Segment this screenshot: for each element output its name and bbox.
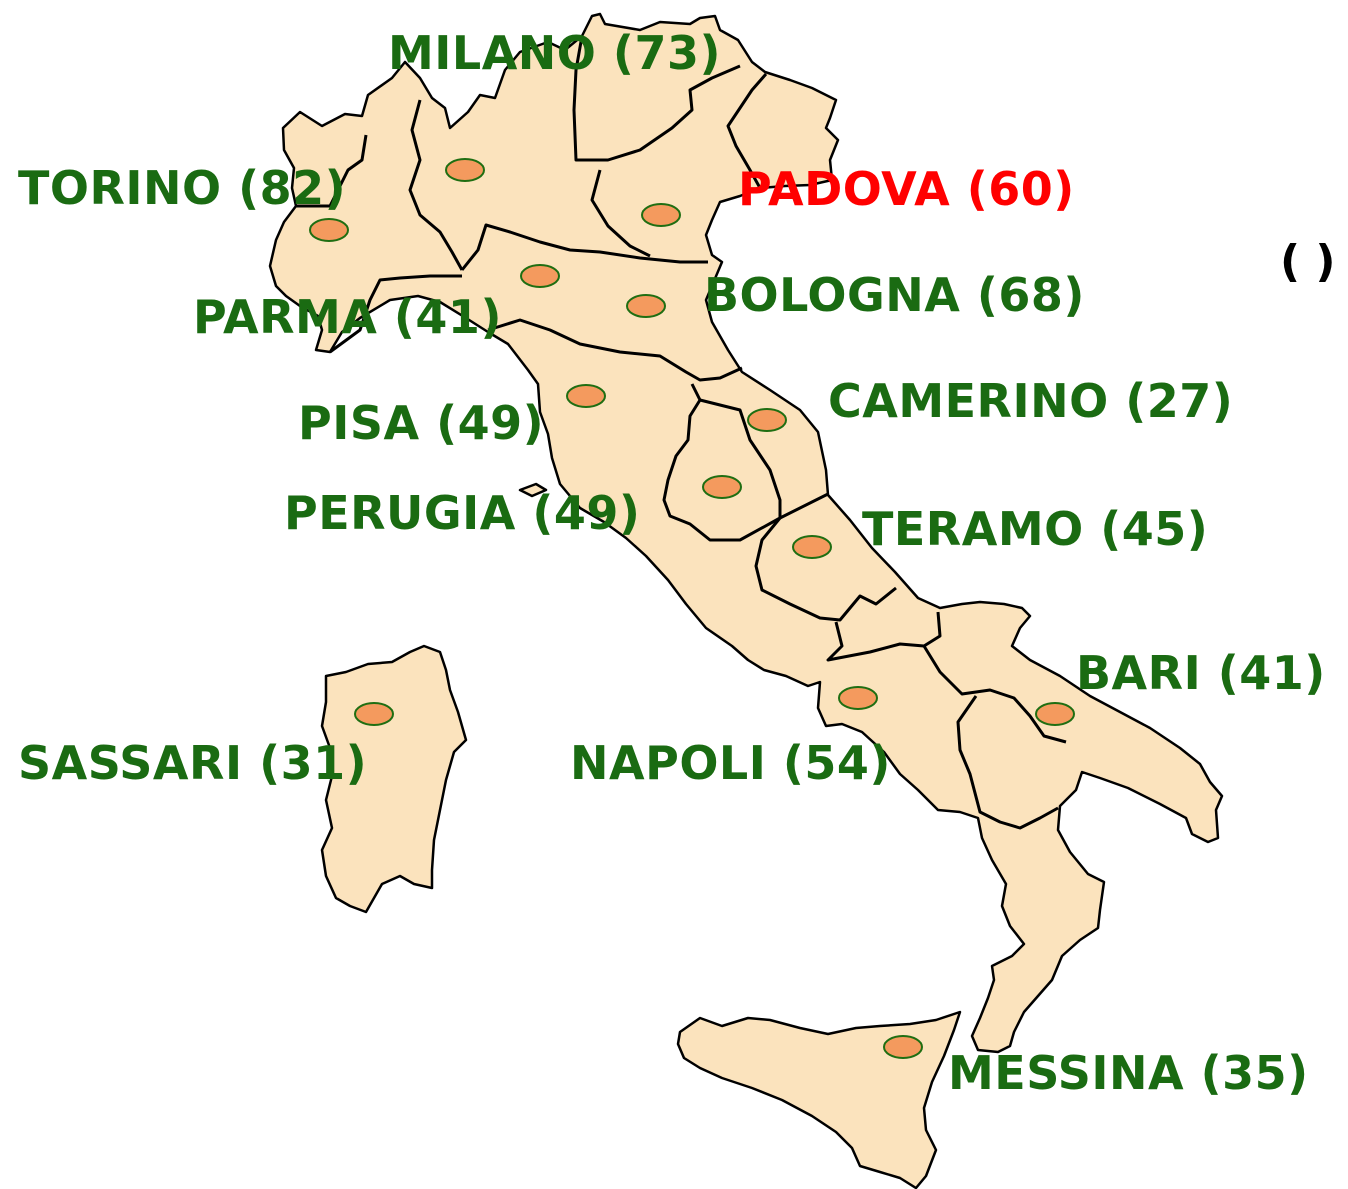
border-veneto-trentino	[590, 169, 651, 258]
border-lazio-campania	[826, 611, 942, 662]
border-lazio-abruzzo	[754, 517, 897, 622]
label-parma: PARMA (41)	[193, 290, 502, 344]
label-bari: BARI (41)	[1076, 646, 1326, 700]
label-milano: MILANO (73)	[388, 26, 721, 80]
border-liguria	[329, 274, 462, 354]
border-campania-puglia	[922, 645, 1067, 744]
border-marche-umbria	[699, 398, 782, 518]
small-island	[518, 482, 548, 498]
border-marche-abruzzo	[779, 492, 829, 520]
border-lombardia-veneto	[572, 35, 741, 162]
label-sassari: SASSARI (31)	[18, 736, 368, 790]
mainland-italy	[268, 12, 1224, 1054]
border-veneto-friuli	[726, 73, 768, 189]
label-napoli: NAPOLI (54)	[570, 736, 891, 790]
border-lombardia-emilia	[460, 223, 708, 271]
label-messina: MESSINA (35)	[948, 1046, 1309, 1100]
border-emilia-toscana	[487, 318, 743, 382]
label-camerino: CAMERINO (27)	[828, 374, 1234, 428]
border-piemonte-lombardia	[408, 99, 464, 271]
label-pisa: PISA (49)	[298, 396, 545, 450]
border-campania-basilicata	[956, 695, 1059, 830]
border-toscana-umbria	[662, 383, 781, 542]
border-piemonte-liguria	[296, 134, 368, 208]
corner-parentheses: ( )	[1280, 236, 1336, 287]
label-padova: PADOVA (60)	[738, 162, 1075, 216]
label-perugia: PERUGIA (49)	[284, 486, 641, 540]
label-bologna: BOLOGNA (68)	[704, 268, 1085, 322]
sicily	[676, 1010, 962, 1189]
label-torino: TORINO (82)	[18, 161, 347, 215]
label-teramo: TERAMO (45)	[862, 502, 1209, 556]
